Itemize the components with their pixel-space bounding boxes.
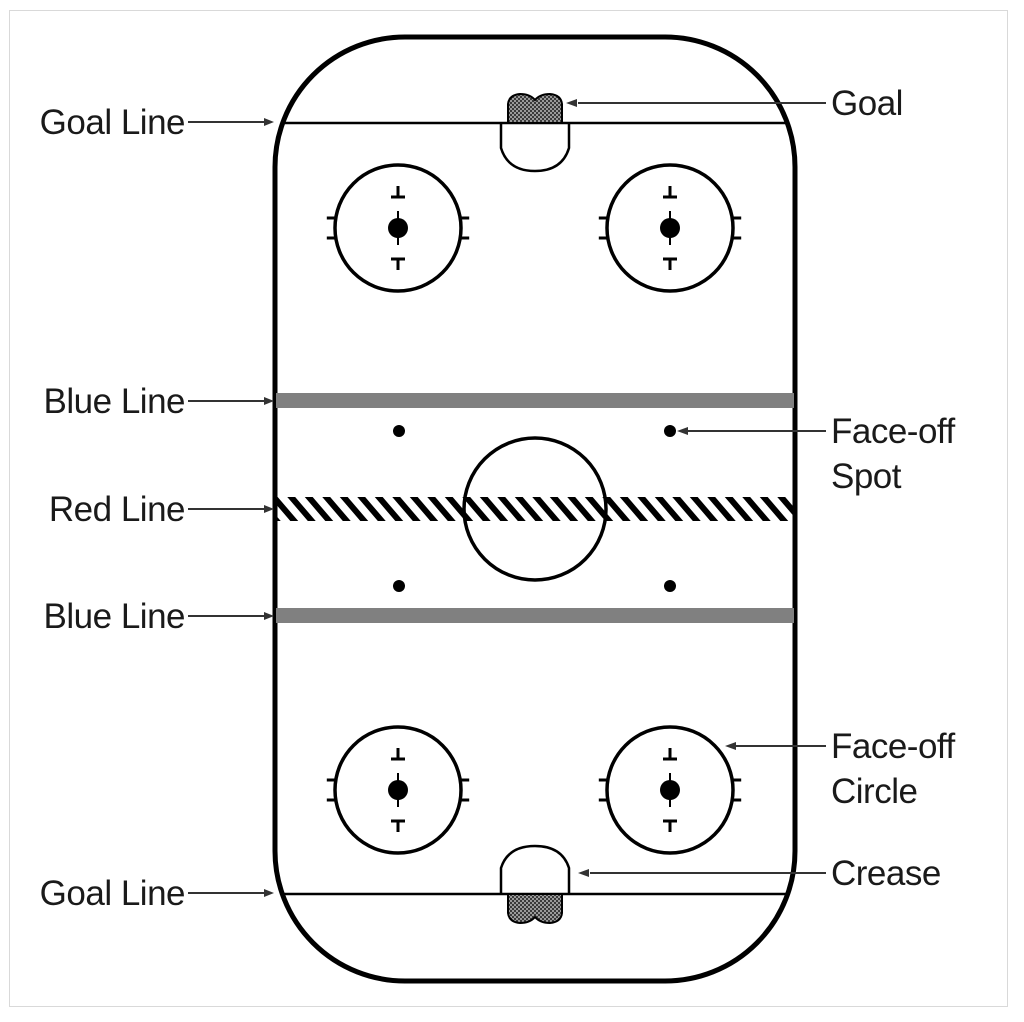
blue-line-top-arrow [188, 397, 274, 405]
faceoff-circle [333, 163, 463, 293]
faceoff-circle-group [598, 163, 742, 293]
goal-net-bottom [507, 893, 563, 925]
crease-arrow [578, 869, 826, 877]
faceoff-circle-group [326, 163, 470, 293]
faceoff-circles [326, 163, 742, 855]
goal-line-top-arrow [188, 118, 274, 126]
blue-line-bottom [276, 608, 794, 623]
label-goal: Goal [831, 84, 903, 123]
label-crease: Crease [831, 854, 941, 893]
faceoff-spot [664, 580, 676, 592]
label-faceoff-circle-line1: Face-off [831, 727, 956, 766]
center-circle [462, 436, 608, 582]
label-blue-line-top: Blue Line [44, 382, 185, 421]
goal-crease-bottom [499, 844, 571, 894]
label-faceoff-circle-line2: Circle [831, 772, 917, 811]
label-goal-line-top: Goal Line [40, 103, 185, 142]
label-blue-line-bottom: Blue Line [44, 597, 185, 636]
goal-line-bottom-arrow [188, 889, 274, 897]
blue-line-top [276, 393, 794, 408]
goal-crease-top [499, 123, 571, 173]
image-frame [9, 10, 1008, 1007]
faceoff-circle-group [598, 725, 742, 855]
faceoff-spot [393, 580, 405, 592]
blue-line-bottom-arrow [188, 612, 274, 620]
goal-arrow [566, 99, 826, 107]
red-line-arrow [188, 505, 274, 513]
label-red-line: Red Line [49, 490, 185, 529]
faceoff-circle [333, 725, 463, 855]
faceoff-circle [605, 163, 735, 293]
goal-net-top [507, 92, 563, 124]
faceoff-spot [664, 425, 676, 437]
faceoff-circle [605, 725, 735, 855]
faceoff-spot [393, 425, 405, 437]
faceoff-circle-group [326, 725, 470, 855]
red-line [276, 497, 794, 521]
label-faceoff-spot-line2: Spot [831, 457, 902, 496]
faceoff-circle-arrow [725, 742, 826, 750]
faceoff-spot-arrow [677, 427, 826, 435]
label-goal-line-bottom: Goal Line [40, 874, 185, 913]
label-faceoff-spot-line1: Face-off [831, 412, 956, 451]
